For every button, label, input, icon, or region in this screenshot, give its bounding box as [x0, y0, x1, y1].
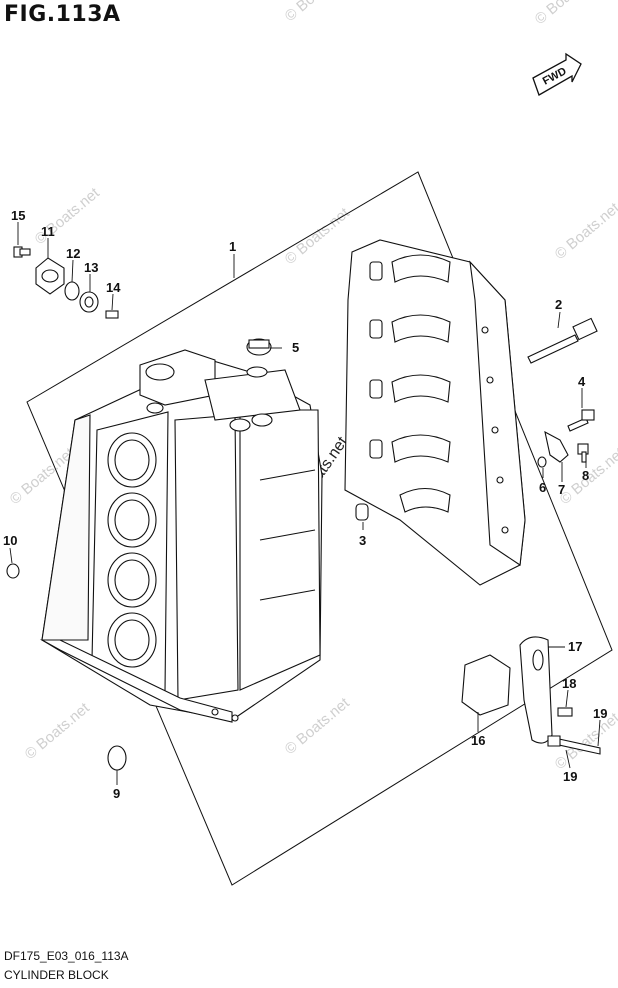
watermark: © Boats.net	[532, 0, 604, 28]
cylinder-block-icon	[39, 349, 323, 723]
figure-code: DF175_E03_016_113A	[4, 949, 129, 963]
callout-7: 7	[558, 482, 565, 497]
callout-17: 17	[568, 639, 582, 654]
callout-2: 2	[555, 297, 562, 312]
callout-19-lower: 19	[563, 769, 577, 784]
watermark: © Boats.net	[282, 204, 354, 268]
callout-1: 1	[229, 239, 236, 254]
callout-15: 15	[11, 208, 25, 223]
watermark: © Boats.net	[282, 0, 354, 25]
callout-19-upper: 19	[593, 706, 607, 721]
callout-13: 13	[84, 260, 98, 275]
small-parts-icon	[6, 246, 601, 771]
figure-name: CYLINDER BLOCK	[4, 968, 109, 982]
callout-14: 14	[106, 280, 121, 295]
callout-6: 6	[539, 480, 546, 495]
callout-10: 10	[3, 533, 17, 548]
callout-5: 5	[292, 340, 299, 355]
watermark: © Boats.net	[22, 699, 94, 763]
fwd-arrow-icon: FWD	[532, 52, 582, 96]
callout-8: 8	[582, 468, 589, 483]
callout-4: 4	[578, 374, 586, 389]
callout-9: 9	[113, 786, 120, 801]
callout-3: 3	[359, 533, 366, 548]
crankcase-half-icon	[344, 239, 526, 586]
callout-16: 16	[471, 733, 485, 748]
callout-11: 11	[41, 224, 55, 239]
watermark: © Boats.net	[282, 694, 354, 758]
callout-labels: 1 2 3 4 5 6 7 8 9 10 11 12 13 14 15 16 1…	[3, 208, 607, 801]
leader-lines	[9, 222, 601, 785]
figure-title: FIG.113A	[4, 2, 121, 27]
assembly-boundary	[26, 171, 613, 886]
watermark: © Boats.net	[552, 199, 618, 263]
callout-18: 18	[562, 676, 576, 691]
callout-12: 12	[66, 246, 80, 261]
